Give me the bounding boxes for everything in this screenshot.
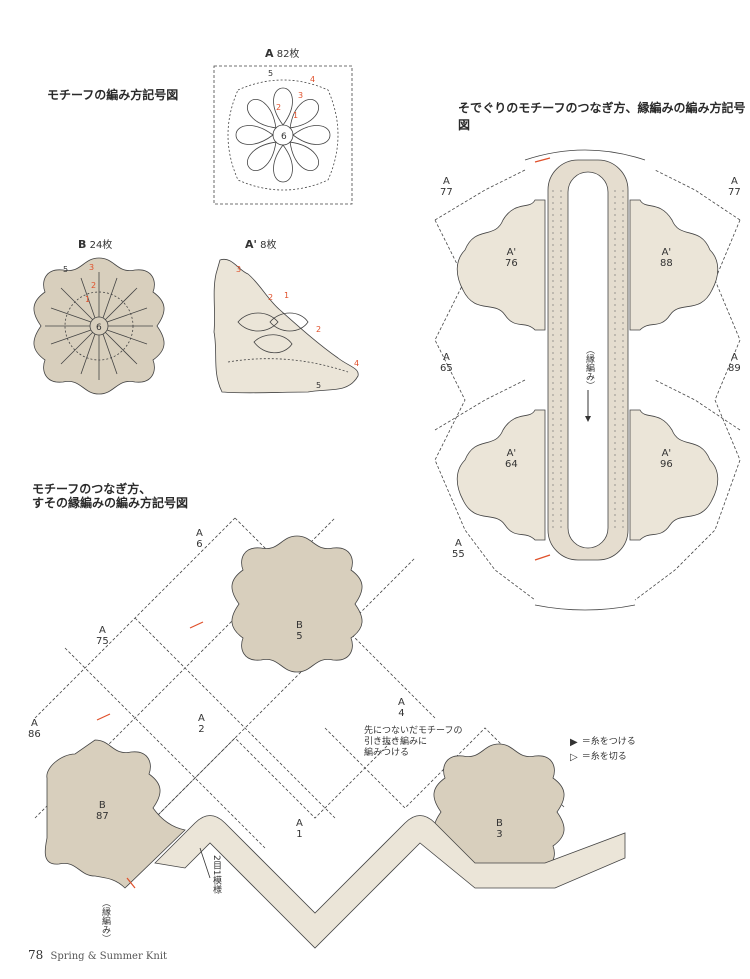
- motif-a-diagram: 6 5 4 3 2 1: [213, 65, 353, 205]
- svg-text:1: 1: [293, 111, 298, 120]
- svg-text:2: 2: [268, 293, 273, 302]
- motif-b-diagram: 6 5 3 2 1: [33, 257, 165, 395]
- joining-repeat-label: 2目1模様: [211, 855, 221, 894]
- svg-text:2: 2: [91, 281, 96, 290]
- svg-text:4: 4: [310, 75, 315, 84]
- svg-text:3: 3: [236, 265, 241, 274]
- legend-attach: ▶ ＝糸をつける: [570, 737, 636, 748]
- round-6: 6: [281, 132, 287, 142]
- sleeve-inner-a76: A'76: [505, 247, 518, 269]
- svg-text:5: 5: [268, 69, 273, 78]
- page-number: 78: [28, 948, 44, 962]
- sleeve-chart-title: そでぐりのモチーフのつなぎ方、縁編みの編み方記号図: [458, 101, 746, 132]
- joining-border-label: （縁編み）: [100, 898, 110, 943]
- svg-text:3: 3: [89, 263, 94, 272]
- motif-a-prime-label: A' 8枚: [245, 238, 277, 251]
- joining-chart-title-1: モチーフのつなぎ方、: [32, 482, 152, 496]
- joining-diagram: [34, 517, 626, 949]
- motif-a-prime-diagram: 3 2 1 2 4 5: [213, 258, 359, 394]
- svg-text:2: 2: [316, 325, 321, 334]
- sleeve-inner-a88: A'88: [660, 247, 673, 269]
- motif-b-label: B 24枚: [78, 238, 113, 251]
- joining-chart-title-2: すその縁編みの編み方記号図: [32, 496, 189, 510]
- svg-text:5: 5: [316, 381, 321, 390]
- motif-a-label: A 82枚: [265, 47, 300, 60]
- sleeve-inner-a96: A'96: [660, 448, 673, 470]
- svg-text:3: 3: [298, 91, 303, 100]
- sleeve-border-label: （縁編み）: [584, 345, 594, 390]
- svg-text:1: 1: [85, 295, 90, 304]
- sleeve-inner-a64: A'64: [505, 448, 518, 470]
- motif-chart-title: モチーフの編み方記号図: [47, 88, 179, 102]
- svg-text:5: 5: [63, 265, 68, 274]
- footer: 78 Spring & Summer Knit: [28, 948, 167, 962]
- svg-text:6: 6: [96, 323, 102, 333]
- svg-text:4: 4: [354, 359, 359, 368]
- svg-text:2: 2: [276, 103, 281, 112]
- joining-note: 先につないだモチーフの 引き抜き編みに 編みつける: [364, 726, 463, 758]
- svg-text:1: 1: [284, 291, 289, 300]
- magazine-title: Spring & Summer Knit: [50, 951, 168, 962]
- attach-yarn-icon: ▶: [570, 737, 578, 748]
- sleeve-diagram: [434, 149, 741, 611]
- legend-cut: ▷ ＝糸を切る: [570, 752, 627, 763]
- cut-yarn-icon: ▷: [570, 752, 578, 763]
